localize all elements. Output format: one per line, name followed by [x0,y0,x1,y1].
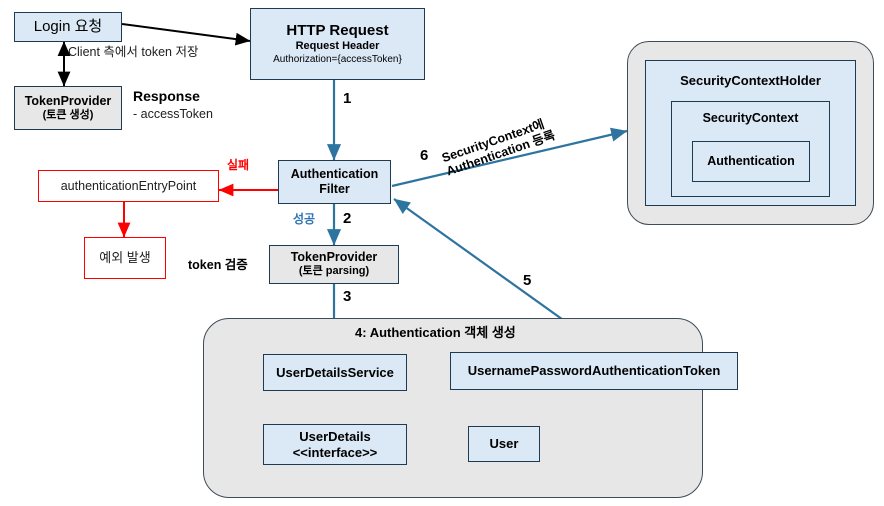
node-authentication-entry-point[interactable]: authenticationEntryPoint [38,170,219,202]
node-http-request[interactable]: HTTP Request Request Header Authorizatio… [250,8,425,80]
label-client-store-token: Client 측에서 token 저장 [68,45,199,59]
node-token-provider-create[interactable]: TokenProvider (토큰 생성) [14,86,122,130]
user-details-service-label: UserDetailsService [276,364,394,380]
step-2-label: 2 [343,210,352,227]
security-context-holder-label: SecurityContextHolder [680,73,821,88]
authentication-object-panel [203,318,703,498]
label-register-authentication: SecurityContext에 Authentication 등록 [440,115,557,179]
user-details-title: UserDetails [299,428,371,444]
token-provider-parse-sub: (토큰 parsing) [298,265,370,278]
node-user-details-service[interactable]: UserDetailsService [263,354,407,391]
authentication-label: Authentication [707,154,795,168]
user-label: User [489,436,519,452]
http-request-sub: Request Header [295,40,380,53]
node-user[interactable]: User [468,426,540,462]
node-exception-thrown[interactable]: 예외 발생 [84,237,166,279]
exception-thrown-label: 예외 발생 [99,250,151,266]
token-provider-parse-title: TokenProvider [290,250,378,265]
node-authentication[interactable]: Authentication [692,141,810,182]
token-provider-create-sub: (토큰 생성) [42,108,94,121]
step-1-label: 1 [343,90,352,107]
node-token-provider-parse[interactable]: TokenProvider (토큰 parsing) [269,245,399,284]
http-request-title: HTTP Request [286,22,389,40]
node-user-details[interactable]: UserDetails <<interface>> [263,424,407,465]
authentication-filter-sub: Filter [319,182,350,196]
step-5-label: 5 [523,272,532,289]
username-password-token-label: UsernamePasswordAuthenticationToken [467,363,721,379]
label-token-verify: token 검증 [188,258,248,272]
node-authentication-filter[interactable]: Authentication Filter [278,160,391,204]
node-username-password-authentication-token[interactable]: UsernamePasswordAuthenticationToken [450,352,738,390]
authentication-entry-point-label: authenticationEntryPoint [60,178,197,193]
step-4-label: 4: Authentication 객체 생성 [355,325,516,340]
http-request-detail: Authorization={accessToken} [273,53,402,65]
login-request-label: Login 요청 [33,18,103,35]
node-login-request[interactable]: Login 요청 [14,12,122,42]
user-details-sub: <<interface>> [292,444,378,460]
label-response-detail: - accessToken [133,107,213,121]
token-provider-create-title: TokenProvider [24,93,112,108]
step-3-label: 3 [343,288,352,305]
authentication-filter-title: Authentication [290,167,379,181]
label-success: 성공 [293,212,316,226]
security-context-label: SecurityContext [702,111,799,125]
label-fail: 실패 [227,158,250,172]
label-response-title: Response [133,88,200,104]
step-6-label: 6 [420,147,429,164]
